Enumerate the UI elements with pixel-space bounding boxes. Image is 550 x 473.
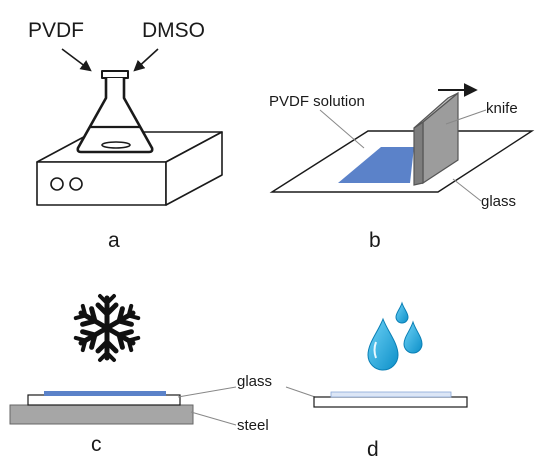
pvdf-film-d	[330, 391, 452, 398]
drop-large	[367, 317, 399, 371]
glass-slide-c	[27, 394, 181, 406]
knob-right	[69, 177, 83, 191]
knife-blade	[413, 91, 459, 186]
panel-a: PVDF DMSO a	[28, 19, 223, 252]
glass-leader-c	[177, 386, 237, 398]
knob-left	[50, 177, 64, 191]
drop-small	[395, 301, 409, 324]
knife-label: knife	[486, 100, 518, 117]
panel-c: glass steel c	[9, 294, 319, 456]
dmso-arrow	[133, 48, 159, 72]
steel-label: steel	[237, 417, 269, 434]
caption-d: d	[367, 438, 379, 461]
flask-icon	[76, 70, 154, 154]
panel-d: d	[313, 301, 468, 461]
glass-label-c: glass	[237, 373, 272, 390]
dmso-label: DMSO	[142, 19, 205, 42]
glass-slide-d	[313, 396, 468, 408]
panel-b: PVDF solution knife glass b	[269, 83, 535, 252]
glass-leader-d	[285, 386, 319, 399]
caption-c: c	[91, 433, 102, 456]
pvdf-solution-film	[338, 147, 414, 183]
pvdf-film-c	[44, 391, 166, 396]
knife-leader	[445, 109, 487, 125]
pvdf-label: PVDF	[28, 19, 84, 42]
pvdf-solution-label: PVDF solution	[269, 93, 365, 110]
steel-leader	[190, 411, 237, 426]
glass-leader-b	[452, 178, 482, 202]
glass-label-b: glass	[481, 193, 516, 210]
snowflake-icon	[75, 294, 139, 360]
hot-plate	[36, 131, 223, 206]
water-drops-icon	[367, 301, 423, 371]
solution-leader	[319, 109, 365, 149]
stir-bar	[101, 141, 131, 149]
drop-medium	[403, 320, 423, 354]
steel-block	[9, 404, 194, 425]
caption-b: b	[369, 229, 381, 252]
pvdf-arrow	[61, 48, 92, 72]
caption-a: a	[108, 229, 120, 252]
